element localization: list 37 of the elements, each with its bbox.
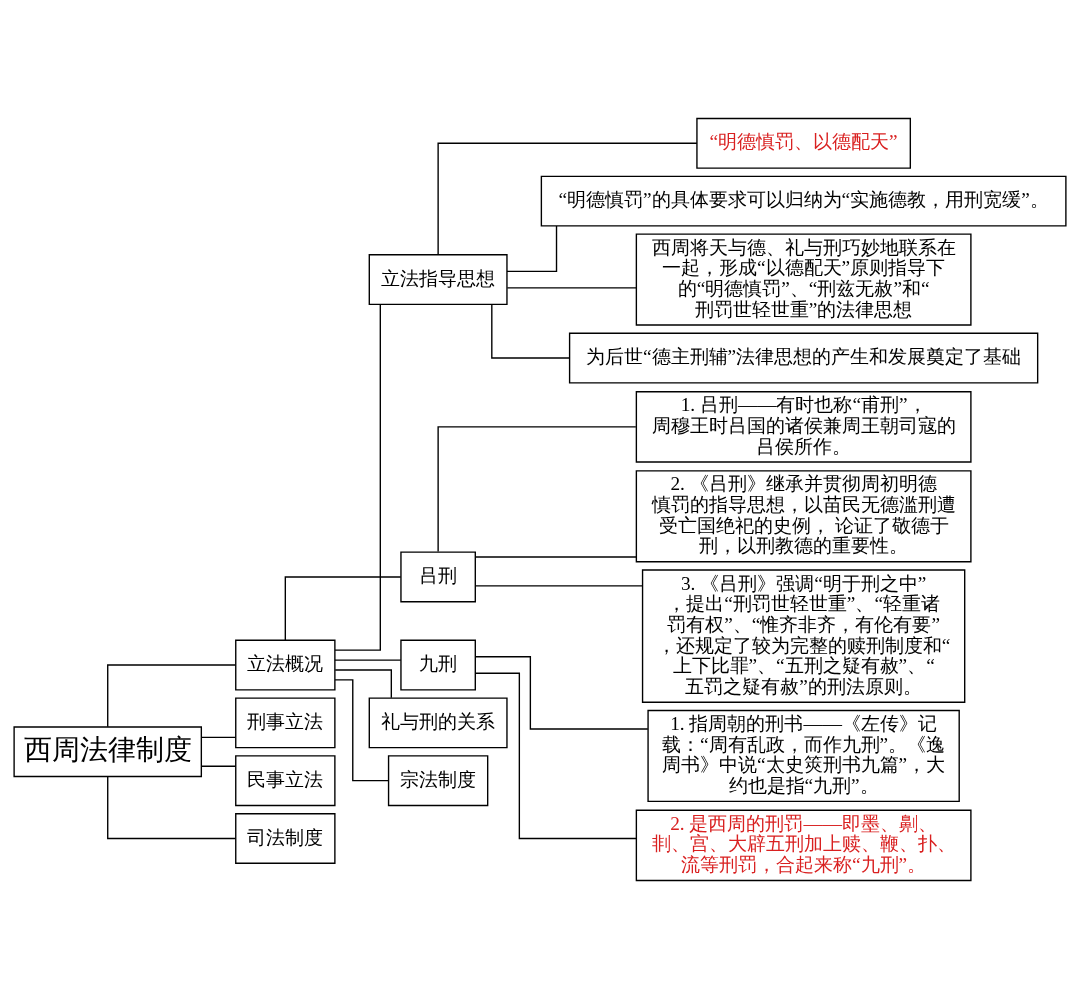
node-box: 九刑 <box>400 639 476 690</box>
node-box: “明德慎罚”的具体要求可以归纳为“实施德教，用刑宽缓”。 <box>540 175 1067 227</box>
connector <box>506 286 637 289</box>
connector <box>107 775 237 839</box>
node-box: 礼与刑的关系 <box>368 696 508 748</box>
node-box: 宗法制度 <box>387 754 489 806</box>
node-box: 2. 是西周的刑罚——即墨、劓、剕、宫、大辟五刑加上赎、鞭、扑、流等刑罚，合起来称“九刑”。 <box>635 809 972 881</box>
connector <box>334 668 392 698</box>
connector <box>491 303 570 359</box>
node-box: 民事立法 <box>235 754 336 806</box>
connector <box>334 658 402 661</box>
connector <box>475 555 637 558</box>
node-box: 司法制度 <box>235 812 336 864</box>
node-box: 1. 指周朝的刑书——《左传》记载：“周有乱政，而作九刑”。《逸周书》中说“太史筴刑书九篇”，大约也是指“九刑”。 <box>647 709 960 802</box>
node-box: 为后世“德主刑辅”法律思想的产生和发展奠定了基础 <box>568 332 1039 383</box>
connector <box>475 584 644 587</box>
connector <box>107 663 237 727</box>
node-box: 吕刑 <box>400 550 476 602</box>
node-box: 2. 《吕刑》继承并贯彻周初明德慎罚的指导思想，以苗民无德滥刑遭受亡国绝祀的史例， 论证了敬德于刑，以刑教德的重要性。 <box>635 469 972 562</box>
node-box: 1. 吕刑——有时也称“甫刑”，周穆王时吕国的诸侯兼周王朝司寇的吕侯所作。 <box>635 390 972 463</box>
node-box: 西周将天与德、礼与刑巧妙地联系在一起，形成“以德配天”原则指导下的“明德慎罚”、“刑兹无赦”和“刑罚世轻世重”的法律思想 <box>635 232 972 326</box>
connector <box>437 425 637 552</box>
connector <box>201 736 237 738</box>
connector <box>474 672 637 839</box>
node-box: 3. 《吕刑》强调“明于刑之中”，提出“刑罚世轻世重”、“轻重诸罚有权”、“惟齐非齐，有伦有要”，还规定了较为完整的赎刑制度和“上下比罪”、“五刑之疑有赦”、“五罚之疑有赦”的刑法原则。 <box>641 568 966 703</box>
connector <box>334 678 390 781</box>
node-box: 立法概况 <box>235 639 336 690</box>
node-box: 刑事立法 <box>235 696 336 748</box>
node-box: 西周法律制度 <box>13 725 203 777</box>
node-box: 立法指导思想 <box>368 253 508 305</box>
connector <box>201 765 237 767</box>
connector <box>284 575 402 641</box>
connector <box>437 142 698 255</box>
connector <box>474 655 649 730</box>
connector <box>334 303 381 651</box>
node-box: “明德慎罚、以德配天” <box>696 117 911 169</box>
connector <box>506 224 558 272</box>
